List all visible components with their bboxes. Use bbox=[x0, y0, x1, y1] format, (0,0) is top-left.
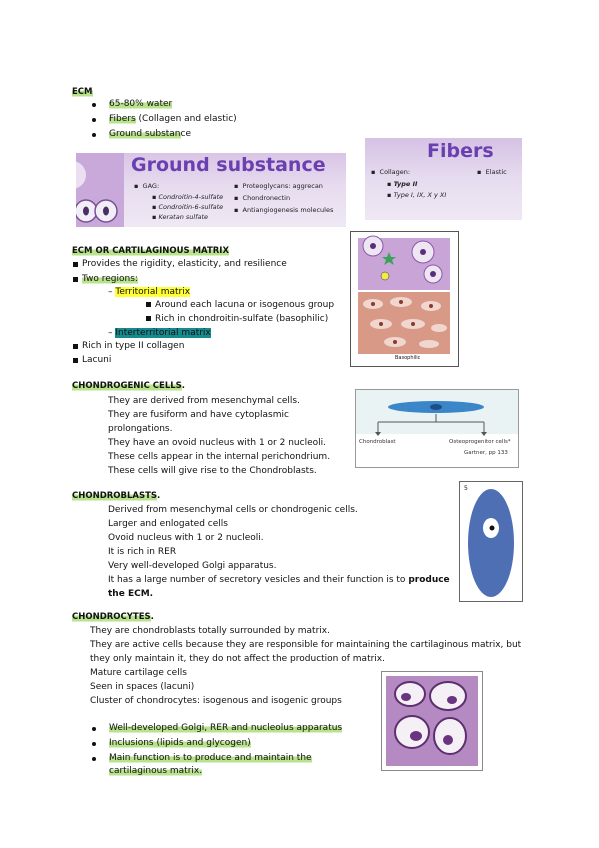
matrix-line: Two regions: bbox=[82, 274, 138, 284]
collagen-label: ▪ Collagen: bbox=[371, 168, 411, 176]
chondrocytes-bullet: Main function is to produce and maintain… bbox=[109, 753, 312, 763]
ecm-title: ECM bbox=[72, 87, 93, 97]
bullet bbox=[92, 133, 96, 137]
territorial-item: Rich in chondroitin-sulfate (basophilic) bbox=[155, 314, 329, 324]
chondrogenic-title: CHONDROGENIC CELLS. bbox=[72, 381, 186, 391]
antiangiogenesis-item: ▪ Antiangiogenesis molecules bbox=[234, 206, 334, 214]
fibers-slide: Fibers ▪ Collagen: ▪ Elastic ▪ Type II ▪… bbox=[365, 138, 522, 220]
differentiation-diagram: Chondroblast Osteoprogenitor cells* Gart… bbox=[355, 389, 519, 468]
chondroblasts-line: It has a large number of secretory vesic… bbox=[108, 575, 450, 585]
collagen-type: ▪ Type I, IX, X y XI bbox=[387, 191, 447, 199]
source-citation: Gartner, pp 133 bbox=[464, 450, 508, 456]
chondrocytes-bullet: Inclusions (lipids and glycogen) bbox=[109, 738, 251, 748]
matrix-line: Rich in type II collagen bbox=[82, 341, 185, 351]
ecm-bullet-fibers: Fibers (Collagen and elastic) bbox=[109, 114, 237, 124]
chondrogenic-line: prolongations. bbox=[108, 424, 173, 434]
chondroblast-label: Chondroblast bbox=[359, 439, 396, 445]
chondronectin-item: ▪ Chondronectin bbox=[234, 194, 291, 202]
cartilage-micrograph bbox=[358, 235, 450, 354]
matrix-title: ECM OR CARTILAGINOUS MATRIX bbox=[72, 246, 230, 256]
chondroblasts-line: Very well-developed Golgi apparatus. bbox=[108, 561, 277, 571]
square-bullet bbox=[73, 358, 78, 363]
chondrocytes-line: Cluster of chondrocytes: isogenous and i… bbox=[90, 696, 342, 706]
gag-label: ▪ GAG: bbox=[134, 182, 160, 190]
chondrocytes-line: Seen in spaces (lacuni) bbox=[90, 682, 195, 692]
proteoglycans-item: ▪ Proteoglycans: aggrecan bbox=[234, 182, 323, 190]
chondrogenic-line: They have an ovoid nucleus with 1 or 2 n… bbox=[108, 438, 326, 448]
gag-item: ▪ Condroitin-4-sulfate bbox=[152, 193, 224, 201]
chondrogenic-line: These cells will give rise to the Chondr… bbox=[108, 466, 317, 476]
ground-substance-slide: Ground substance ▪ GAG: ▪ Condroitin-4-s… bbox=[76, 153, 346, 227]
bullet bbox=[92, 118, 96, 122]
chondroblasts-line: the ECM. bbox=[108, 589, 154, 599]
bullet bbox=[92, 742, 96, 746]
bullet bbox=[92, 103, 96, 107]
bullet bbox=[92, 727, 96, 731]
matrix-line: Provides the rigidity, elasticity, and r… bbox=[82, 259, 287, 269]
fibers-title: Fibers bbox=[427, 140, 494, 162]
basophilic-caption: Basophilic bbox=[395, 355, 421, 361]
chondrocytes-title: CHONDROCYTES. bbox=[72, 612, 154, 622]
chondrocytes-line: They are chondroblasts totally surrounde… bbox=[90, 626, 330, 636]
ecm-bullet-ground: Ground substance bbox=[109, 129, 192, 139]
chondroblast-figure: 5 bbox=[459, 481, 523, 602]
osteoprogenitor-label: Osteoprogenitor cells* bbox=[449, 439, 511, 445]
chondroblast-cell bbox=[468, 489, 514, 597]
interterritorial-matrix: – Interterritorial matrix bbox=[108, 328, 211, 338]
chondrocytes-bullet-cont: cartilaginous matrix. bbox=[109, 766, 203, 776]
matrix-figure: Basophilic bbox=[350, 231, 459, 367]
ecm-bullet-water: 65-80% water bbox=[109, 99, 173, 109]
chondrocyte-figure bbox=[381, 671, 483, 771]
chondrogenic-line: They are derived from mesenchymal cells. bbox=[108, 396, 300, 406]
square-bullet bbox=[73, 277, 78, 282]
square-bullet bbox=[146, 316, 151, 321]
chondroblasts-title: CHONDROBLASTS. bbox=[72, 491, 161, 501]
figure-number: 5 bbox=[464, 485, 468, 492]
square-bullet bbox=[146, 302, 151, 307]
gag-item: ▪ Keratan sulfate bbox=[152, 213, 209, 221]
bullet bbox=[92, 757, 96, 761]
chondroblasts-line: Larger and enlogated cells bbox=[108, 519, 228, 529]
chondrogenic-line: These cells appear in the internal peric… bbox=[108, 452, 331, 462]
chondroblasts-line: Derived from mesenchymal cells or chondr… bbox=[108, 505, 358, 515]
matrix-line: Lacuni bbox=[82, 355, 112, 365]
territorial-item: Around each lacuna or isogenous group bbox=[155, 300, 335, 310]
territorial-matrix: – Territorial matrix bbox=[108, 287, 191, 297]
chondrocytes-bullet: Well-developed Golgi, RER and nucleolus … bbox=[109, 723, 343, 733]
elastic-label: ▪ Elastic bbox=[477, 168, 507, 176]
gag-item: ▪ Condroitin-6-sulfate bbox=[152, 203, 224, 211]
chondrocytes-line: Mature cartilage cells bbox=[90, 668, 187, 678]
chondroblasts-line: Ovoid nucleus with 1 or 2 nucleoli. bbox=[108, 533, 264, 543]
chondrocytes-line: They are active cells because they are r… bbox=[90, 640, 522, 650]
square-bullet bbox=[73, 262, 78, 267]
chondrocytes-line: they only maintain it, they do not affec… bbox=[90, 654, 385, 664]
cell-illustration bbox=[76, 153, 124, 227]
isogenous-group-micrograph bbox=[386, 676, 478, 766]
collagen-type: ▪ Type II bbox=[387, 180, 418, 188]
square-bullet bbox=[73, 344, 78, 349]
chondroblasts-line: It is rich in RER bbox=[108, 547, 177, 557]
ground-substance-title: Ground substance bbox=[131, 154, 326, 176]
cell-lineage-diagram bbox=[356, 390, 518, 436]
chondrogenic-line: They are fusiform and have cytoplasmic bbox=[108, 410, 289, 420]
